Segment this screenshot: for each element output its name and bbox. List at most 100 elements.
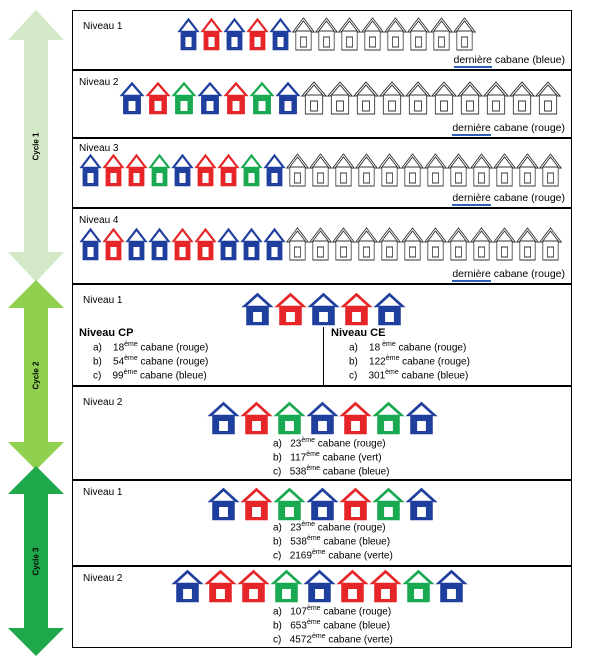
panel-cycle2-niveau2: Niveau 2 a) 23ème cabane (rouge) b) 117è… xyxy=(72,386,572,480)
house-icon-green xyxy=(148,153,171,187)
house-icon-blue xyxy=(177,17,200,51)
house-icon-empty xyxy=(309,153,332,187)
house-icon-blue xyxy=(306,401,339,435)
house-icon-red xyxy=(200,17,223,51)
house-icon-blue xyxy=(307,292,340,326)
house-row xyxy=(241,292,406,326)
house-icon-empty xyxy=(355,153,378,187)
house-icon-empty xyxy=(470,227,493,261)
house-icon-blue xyxy=(405,401,438,435)
house-icon-empty xyxy=(447,153,470,187)
last-cabin-note: dernière cabane (bleue) xyxy=(453,54,565,68)
house-icon-blue xyxy=(269,17,292,51)
house-icon-red xyxy=(223,81,249,115)
level-label: Niveau 1 xyxy=(83,487,123,498)
house-row xyxy=(119,81,561,115)
cycle-1-arrow xyxy=(8,10,64,282)
house-icon-green xyxy=(273,487,306,521)
house-icon-red xyxy=(240,401,273,435)
house-icon-blue xyxy=(263,153,286,187)
house-icon-red xyxy=(102,227,125,261)
last-cabin-note: dernière cabane (rouge) xyxy=(452,192,565,206)
question-line: a) 23ème cabane (rouge) xyxy=(273,521,386,534)
house-icon-blue xyxy=(373,292,406,326)
house-icon-empty xyxy=(315,17,338,51)
house-icon-empty xyxy=(286,227,309,261)
house-icon-empty xyxy=(353,81,379,115)
house-icon-empty xyxy=(332,227,355,261)
level-label: Niveau 4 xyxy=(79,215,119,226)
house-icon-blue xyxy=(303,569,336,603)
niveau-cp-title: Niveau CP xyxy=(79,327,134,339)
cycle-1-label: Cycle 1 xyxy=(31,131,41,161)
house-icon-empty xyxy=(401,227,424,261)
panel-cycle1-niveau4: Niveau 4 dernière cabane (rouge) xyxy=(72,208,572,284)
house-row xyxy=(177,17,476,51)
house-icon-green xyxy=(249,81,275,115)
question-line: c) 538ème cabane (bleue) xyxy=(273,465,390,478)
house-icon-blue xyxy=(171,153,194,187)
house-icon-green xyxy=(270,569,303,603)
house-icon-empty xyxy=(457,81,483,115)
house-icon-red xyxy=(194,153,217,187)
house-icon-red xyxy=(204,569,237,603)
house-icon-empty xyxy=(424,227,447,261)
house-icon-red xyxy=(339,401,372,435)
house-icon-red xyxy=(145,81,171,115)
house-icon-empty xyxy=(407,17,430,51)
house-icon-empty xyxy=(493,227,516,261)
house-icon-empty xyxy=(332,153,355,187)
house-row xyxy=(207,401,438,435)
house-icon-empty xyxy=(430,17,453,51)
level-label: Niveau 1 xyxy=(83,295,123,306)
house-icon-empty xyxy=(286,153,309,187)
house-row xyxy=(79,227,562,261)
house-icon-red xyxy=(336,569,369,603)
house-icon-red xyxy=(125,153,148,187)
house-row xyxy=(79,153,562,187)
level-label: Niveau 1 xyxy=(83,21,123,32)
house-icon-blue xyxy=(79,227,102,261)
house-icon-blue xyxy=(263,227,286,261)
panel-cycle1-niveau1: Niveau 1 dernière cabane (bleue) xyxy=(72,10,572,70)
question-line: b) 538ème cabane (bleue) xyxy=(273,535,391,548)
question-line: c) 4572ème cabane (verte) xyxy=(273,633,393,646)
house-icon-blue xyxy=(275,81,301,115)
house-icon-empty xyxy=(493,153,516,187)
cycle-2-label: Cycle 2 xyxy=(31,360,41,390)
house-icon-empty xyxy=(509,81,535,115)
house-icon-empty xyxy=(405,81,431,115)
house-icon-blue xyxy=(125,227,148,261)
question-line: c) 2169ème cabane (verte) xyxy=(273,549,393,562)
house-icon-red xyxy=(102,153,125,187)
house-icon-blue xyxy=(171,569,204,603)
last-cabin-note: dernière cabane (rouge) xyxy=(452,268,565,282)
house-icon-blue xyxy=(207,401,240,435)
panel-cycle2-niveau1: Niveau 1 Niveau CP a) 18ème cabane (roug… xyxy=(72,284,572,386)
house-icon-empty xyxy=(401,153,424,187)
house-icon-red xyxy=(369,569,402,603)
house-icon-empty xyxy=(378,227,401,261)
house-icon-red xyxy=(217,153,240,187)
house-icon-empty xyxy=(355,227,378,261)
panel-cycle3-niveau2: Niveau 2 a) 107ème cabane (rouge) b) 653… xyxy=(72,566,572,648)
house-icon-empty xyxy=(292,17,315,51)
house-icon-green xyxy=(402,569,435,603)
house-row xyxy=(171,569,468,603)
house-icon-blue xyxy=(119,81,145,115)
house-icon-blue xyxy=(306,487,339,521)
house-icon-empty xyxy=(483,81,509,115)
house-icon-red xyxy=(340,292,373,326)
question-line: a) 107ème cabane (rouge) xyxy=(273,605,392,618)
house-row xyxy=(207,487,438,521)
house-icon-empty xyxy=(379,81,405,115)
cycle-2-arrow xyxy=(8,280,64,470)
question-line: b) 54ème cabane (rouge) xyxy=(93,355,209,368)
level-label: Niveau 2 xyxy=(79,77,119,88)
level-label: Niveau 2 xyxy=(83,573,123,584)
house-icon-red xyxy=(240,487,273,521)
house-icon-green xyxy=(240,153,263,187)
house-icon-blue xyxy=(223,17,246,51)
house-icon-empty xyxy=(453,17,476,51)
column-divider xyxy=(323,327,324,385)
